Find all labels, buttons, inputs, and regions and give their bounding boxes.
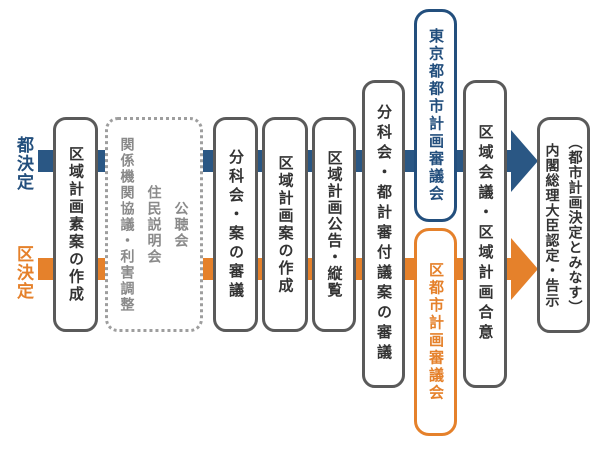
consultation-item: 関係機関協議・利害調整	[119, 136, 136, 313]
box-tokyo-toshi-keikaku-shingikai: 東京都都市計画審議会	[414, 9, 457, 222]
lane-label-ku-kettei: 区決定	[14, 245, 33, 301]
ku-flow-arrowhead	[511, 238, 538, 300]
box-kuiki-kaigi-goui: 区域会議・区域計画合意	[463, 80, 507, 388]
box-kuiki-keikaku-soan: 区域計画素案の作成	[53, 117, 98, 332]
final-box-line: 内閣総理大臣認定・告示	[544, 142, 561, 308]
final-box-line: （都市計画決定とみなす）	[567, 135, 584, 315]
to-flow-arrowhead	[511, 130, 538, 192]
box-label: 区都市計画審議会	[427, 262, 444, 402]
box-label: 区域計画公告・縦覧	[325, 150, 343, 299]
box-label: 区域計画案の作成	[276, 154, 294, 295]
consultation-item: 住民説明会	[146, 184, 163, 265]
box-label: 分科会・都計審付議案の審議	[375, 104, 392, 364]
lane-label-to-kettei: 都決定	[14, 136, 33, 192]
box-label: 区域会議・区域計画合意	[476, 124, 494, 344]
consultation-items: 公聴会 住民説明会 関係機関協議・利害調整	[114, 137, 195, 313]
box-naikaku-nintei-kokuji: （都市計画決定とみなす） 内閣総理大臣認定・告示	[537, 117, 590, 333]
box-kuiki-keikaku-an: 区域計画案の作成	[262, 117, 308, 332]
box-kokoku-juran: 区域計画公告・縦覧	[312, 117, 356, 332]
box-label: 分科会・案の審議	[227, 148, 244, 301]
box-bunkakai-an-shingi: 分科会・案の審議	[213, 117, 258, 332]
box-ku-toshi-keikaku-shingikai: 区都市計画審議会	[414, 228, 457, 436]
consultation-item: 公聴会	[173, 200, 190, 249]
box-public-consultation: 公聴会 住民説明会 関係機関協議・利害調整	[105, 117, 203, 332]
final-box-lines: （都市計画決定とみなす） 内閣総理大臣認定・告示	[541, 135, 587, 315]
box-bunkakai-tokeishin-fugi: 分科会・都計審付議案の審議	[362, 80, 405, 388]
box-label: 東京都都市計画審議会	[427, 28, 444, 203]
box-label: 区域計画素案の作成	[67, 145, 84, 304]
